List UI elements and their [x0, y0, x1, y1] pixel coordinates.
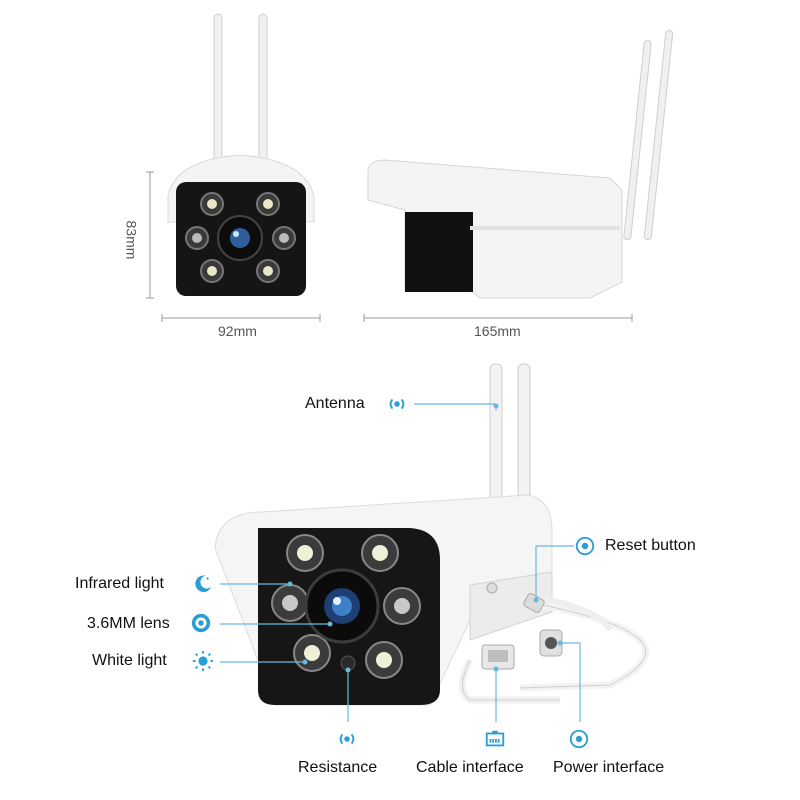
sun-icon [192, 650, 214, 672]
side-length-dimension-label: 165mm [474, 323, 521, 339]
white-light-label: White light [92, 652, 167, 669]
signal-waves-icon [389, 398, 405, 410]
resistance-label: Resistance [298, 759, 378, 776]
moon-icon [195, 575, 212, 592]
infrared-light-label: Infrared light [75, 575, 164, 592]
height-dimension-label: 83mm [123, 220, 140, 260]
lens-icon [191, 613, 211, 633]
reset-button-label: Reset button [605, 537, 696, 554]
antenna-label: Antenna [305, 395, 365, 412]
lens-label: 3.6MM lens [87, 615, 170, 632]
signal-waves-icon [339, 733, 355, 745]
target-icon [569, 729, 589, 749]
front-width-dimension-label: 92mm [218, 323, 257, 339]
ethernet-icon [485, 730, 505, 747]
target-icon [575, 536, 595, 556]
cable-interface-label: Cable interface [416, 759, 524, 776]
power-interface-label: Power interface [553, 759, 665, 776]
